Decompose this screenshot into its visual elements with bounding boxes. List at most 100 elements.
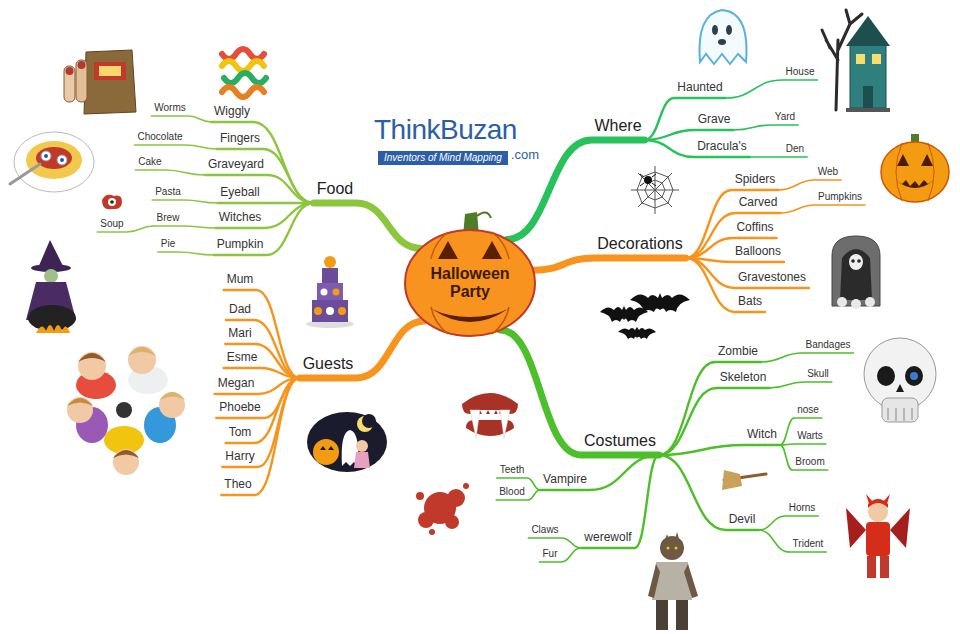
node-text: Bandages <box>805 339 850 351</box>
main-branch-word: Costumes <box>581 431 659 455</box>
node-text: Eyeball <box>220 186 259 200</box>
branch-line <box>780 205 865 213</box>
logo-domain: .com <box>511 148 539 163</box>
logo-wordmark: ThinkBuzan <box>374 114 517 146</box>
node-text: Witches <box>219 211 262 225</box>
branch-word: Fingers <box>217 131 263 149</box>
node-text: Pasta <box>155 186 181 198</box>
node-text: Tom <box>229 426 252 440</box>
branch-word: Soup <box>97 217 126 233</box>
node-text: Warts <box>797 430 823 442</box>
node-text: Decorations <box>597 235 682 253</box>
node-text: Web <box>818 166 838 178</box>
branch-line <box>226 320 300 378</box>
branch-word: Pumpkin <box>214 237 267 255</box>
branch-line <box>300 321 425 378</box>
branch-word: Haunted <box>674 80 725 98</box>
branch-word: nose <box>794 403 822 419</box>
blood-splat-picture <box>416 483 469 535</box>
branch-word: Coffins <box>733 220 776 238</box>
branch-word: Balloons <box>732 244 784 262</box>
node-text: Megan <box>218 377 255 391</box>
node-text: Den <box>786 143 804 155</box>
branch-line <box>686 213 781 258</box>
node-text: Spiders <box>735 173 776 187</box>
node-text: Theo <box>224 478 251 492</box>
branch-word: Wiggly <box>211 104 253 122</box>
gravestone-reaper-picture <box>832 236 880 309</box>
main-branch-word: Food <box>314 179 356 203</box>
branch-word: Spiders <box>732 172 779 190</box>
node-text: House <box>786 66 815 78</box>
jack-o-lantern-picture <box>881 134 949 202</box>
node-text: Devil <box>729 513 756 527</box>
node-text: Claws <box>531 524 558 536</box>
branch-line <box>224 290 300 378</box>
branch-word: Pasta <box>152 185 184 201</box>
node-text: Haunted <box>677 81 722 95</box>
node-text: Witch <box>747 428 777 442</box>
branch-word: Bandages <box>802 338 853 354</box>
node-text: Blood <box>499 486 525 498</box>
node-text: Vampire <box>543 473 587 487</box>
skull-picture <box>864 338 936 422</box>
branch-line <box>761 353 854 362</box>
node-text: Zombie <box>718 345 758 359</box>
eyeball-picture <box>102 195 122 210</box>
trick-or-treat-picture <box>307 412 387 472</box>
branch-word: Carved <box>736 195 781 213</box>
haunted-house-picture <box>822 10 890 112</box>
branch-word: Megan <box>215 376 258 394</box>
branch-word: Tom <box>226 425 255 443</box>
branch-word: Esme <box>224 350 261 368</box>
branch-word: Warts <box>794 429 826 445</box>
branch-line <box>214 203 314 255</box>
node-text: Pie <box>161 238 175 250</box>
branch-line <box>500 330 659 455</box>
node-text: Teeth <box>500 464 524 476</box>
branch-line <box>216 203 314 228</box>
branch-word: Blood <box>496 485 528 501</box>
branch-word: Grave <box>695 112 734 130</box>
branch-word: Cake <box>135 155 164 171</box>
branch-word: Worms <box>151 101 188 117</box>
node-text: Guests <box>303 355 354 373</box>
branch-word: Claws <box>528 523 561 539</box>
node-text: Where <box>594 117 641 135</box>
node-text: Dracula's <box>697 140 747 154</box>
node-text: nose <box>797 404 819 416</box>
branch-line <box>733 125 798 130</box>
branch-word: Dad <box>226 302 254 320</box>
branch-word: Mum <box>224 272 257 290</box>
branch-word: Brew <box>154 211 183 227</box>
node-text: Costumes <box>584 432 656 450</box>
node-text: Chocolate <box>137 131 182 143</box>
children-photo <box>67 346 185 475</box>
branch-line <box>686 258 765 312</box>
node-text: Balloons <box>735 245 781 259</box>
branch-word: Zombie <box>715 344 761 362</box>
main-branch-word: Where <box>591 116 644 140</box>
branch-word: Witch <box>744 427 780 445</box>
branch-line <box>659 455 758 530</box>
branch-word: Teeth <box>497 463 527 479</box>
branch-word: Den <box>783 142 807 158</box>
branch-word: Broom <box>792 455 827 471</box>
node-text: Horns <box>789 502 816 514</box>
branch-line <box>154 226 216 228</box>
branch-line <box>540 455 659 490</box>
node-text: Brew <box>157 212 180 224</box>
logo-tagline: Inventors of Mind Mapping <box>378 151 508 165</box>
branch-line <box>780 445 828 470</box>
branch-line <box>205 175 314 203</box>
node-text: Mari <box>228 327 251 341</box>
node-text: Fingers <box>220 132 260 146</box>
branch-word: Mari <box>225 326 254 344</box>
branch-line <box>151 116 211 122</box>
branch-line <box>581 455 659 548</box>
branch-word: Vampire <box>540 472 590 490</box>
branch-word: Skull <box>804 367 832 383</box>
branch-line <box>758 530 826 552</box>
node-text: Grave <box>698 113 731 127</box>
branch-line <box>540 548 582 562</box>
